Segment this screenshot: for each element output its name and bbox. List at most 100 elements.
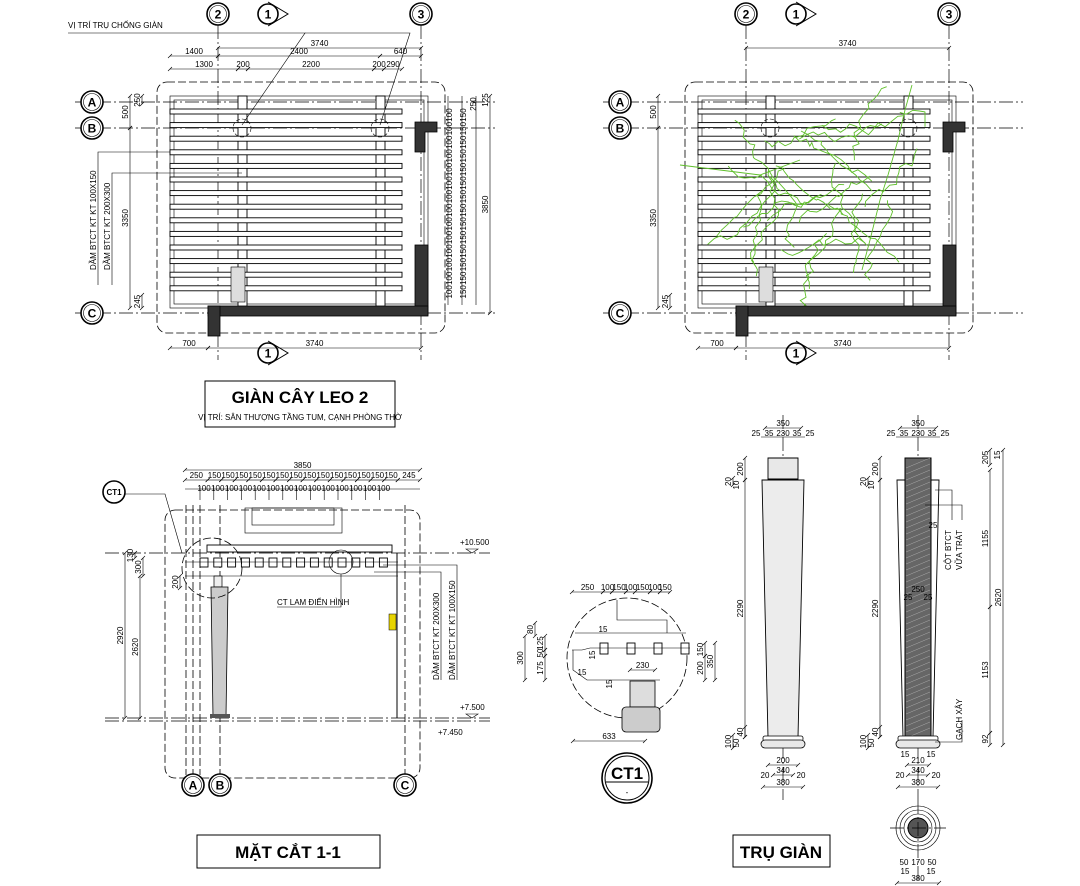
grid-bubble-2[interactable]: 2 [206, 2, 230, 26]
dimension-text: 15 [927, 750, 936, 759]
beam-200x300 [206, 544, 393, 553]
dimension-tick [795, 762, 801, 768]
grid-bubble-2[interactable]: 2 [734, 2, 758, 26]
louver-section [351, 557, 361, 568]
dimension-text: 2290 [736, 599, 745, 617]
grid-bubble-a[interactable]: A [181, 773, 205, 797]
dimension-text: 10 [732, 480, 741, 489]
grid-bubble-c[interactable]: C [608, 301, 632, 325]
column-base [210, 714, 230, 718]
dimension-tick [865, 745, 871, 751]
dimension-text: 300 [134, 560, 143, 574]
dimension-tick [877, 724, 883, 730]
grid-bubble-b[interactable]: B [80, 116, 104, 140]
dimension-text: 3850 [481, 195, 490, 213]
dimension-tick [770, 772, 776, 778]
dimension-tick [652, 667, 658, 673]
louver-slat [697, 285, 931, 292]
vine-stem [798, 175, 871, 224]
dimension-text: 150 [459, 271, 468, 285]
dimension-text: 130 [126, 548, 135, 562]
dimension-text: 15 [927, 867, 936, 876]
roof-outline [164, 509, 421, 779]
vine-stem [800, 130, 873, 192]
support-post [898, 118, 918, 138]
leader-line [111, 172, 242, 285]
grid-bubble-inner [83, 93, 101, 111]
dimension-text: 150 [459, 149, 468, 163]
louver-slat [169, 230, 403, 237]
dimension-text: 150 [459, 257, 468, 271]
dimension-text: 50 [536, 648, 545, 657]
dimension-text: 100 [445, 203, 454, 217]
vine-stem [799, 232, 827, 306]
vine-stem [716, 168, 786, 237]
dimension-text: 250 [911, 585, 925, 594]
dimension-tick [742, 734, 748, 740]
dimension-text: 25 [806, 429, 815, 438]
hatch-line [905, 505, 931, 517]
dimension-tick [327, 477, 333, 483]
dimension-text: 200 [871, 462, 880, 476]
dimension-text: 100 [197, 484, 211, 493]
dimension-text: 15 [993, 450, 1002, 459]
grid-bubble-c[interactable]: C [80, 301, 104, 325]
grid-bubble-3[interactable]: 3 [937, 2, 961, 26]
hatch-line [905, 457, 931, 469]
dimension-tick [730, 475, 736, 481]
beam-outline [616, 600, 668, 633]
dimension-text: 150 [221, 471, 235, 480]
louver-slat [169, 176, 403, 183]
dimension-tick [1000, 447, 1006, 453]
plan-beam-label-1: DẦM BTCT KT KT 100X150 [88, 170, 98, 270]
dimension-text: 150 [658, 583, 672, 592]
vine-stem [766, 183, 845, 222]
hatch-line [905, 601, 931, 613]
dimension-tick [933, 425, 939, 431]
hatch-line [905, 583, 931, 595]
hatch-line [905, 655, 931, 667]
dimension-text: 200 [696, 661, 705, 675]
dimension-tick [205, 345, 211, 351]
section-callout-ct1[interactable]: CT1 [102, 480, 126, 504]
column-title-block: TRỤ GIÀN [732, 834, 831, 868]
louver-slat [169, 162, 403, 169]
louver-slat [697, 230, 931, 237]
callout-ct1-text: CT1 [106, 488, 122, 497]
hatch-line [905, 475, 931, 487]
grid-bubble-a[interactable]: A [80, 90, 104, 114]
grid-bubble-b[interactable]: B [608, 116, 632, 140]
dimension-tick [623, 589, 629, 595]
grid-bubble-a[interactable]: A [608, 90, 632, 114]
grid-bubble-inner [209, 5, 227, 23]
dimension-tick [570, 738, 576, 744]
section-label: 1 [793, 8, 800, 22]
dimension-tick [487, 93, 493, 99]
dimension-text: 100 [445, 189, 454, 203]
grid-bubble-b[interactable]: B [208, 773, 232, 797]
dimension-tick [259, 477, 265, 483]
grid-bubble-c[interactable]: C [393, 773, 417, 797]
vine-stem [793, 135, 873, 182]
dimension-text: 300 [516, 651, 525, 665]
grid-bubble-inner [611, 119, 629, 137]
dimension-tick [877, 455, 883, 461]
dimension-tick [632, 589, 638, 595]
dimension-text: 150 [459, 230, 468, 244]
dimension-tick [354, 477, 360, 483]
hatch-line [905, 673, 931, 685]
dimension-text: 50 [867, 738, 876, 747]
dimension-tick [182, 477, 188, 483]
louver-slat [169, 149, 403, 156]
dimension-tick [600, 589, 606, 595]
detail-ct1-sub: - [626, 788, 629, 797]
dimension-tick [936, 880, 942, 886]
vine-stem [850, 193, 863, 273]
section-bubble [785, 3, 807, 25]
dimension-tick [377, 53, 383, 59]
grid-bubble-3[interactable]: 3 [409, 2, 433, 26]
dimension-text: 20 [896, 771, 905, 780]
grid-bubble-inner [737, 5, 755, 23]
